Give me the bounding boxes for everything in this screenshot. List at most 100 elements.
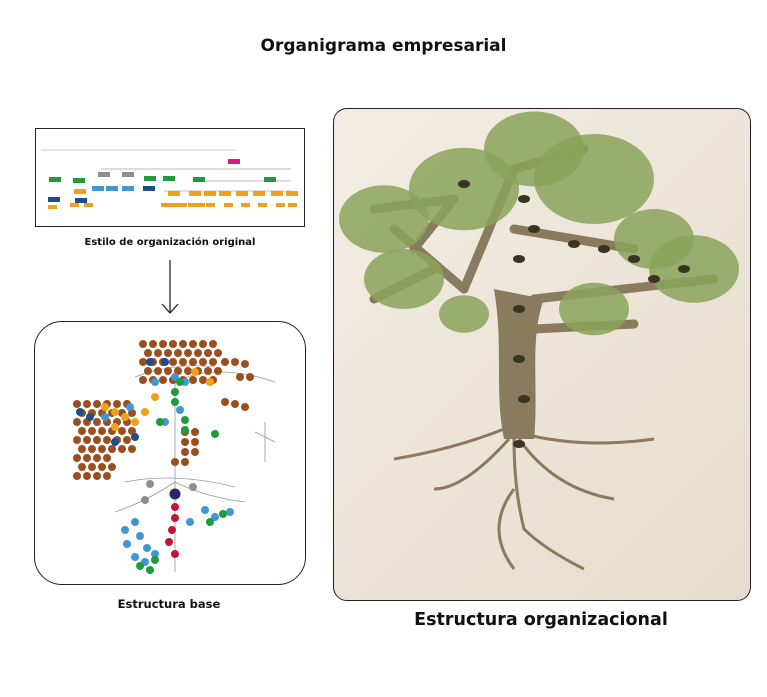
org-dot [184, 367, 192, 375]
org-dot [141, 496, 149, 504]
org-dot [168, 526, 176, 534]
org-dot [176, 406, 184, 414]
org-dot [181, 448, 189, 456]
foliage [559, 282, 629, 336]
org-node [84, 203, 93, 207]
branch-line [174, 481, 246, 503]
org-dot [171, 503, 179, 511]
org-dot [88, 445, 96, 453]
org-dot [113, 400, 121, 408]
org-dot [156, 418, 164, 426]
org-dot [126, 403, 134, 411]
org-dot [88, 427, 96, 435]
org-dot [194, 349, 202, 357]
org-dot [88, 463, 96, 471]
org-dot [121, 413, 129, 421]
org-dot [171, 458, 179, 466]
org-dot [174, 349, 182, 357]
org-node [288, 203, 297, 207]
org-dot [108, 445, 116, 453]
org-node [253, 191, 265, 196]
org-dot [123, 540, 131, 548]
base-caption: Estructura base [117, 597, 221, 611]
org-node [161, 203, 170, 207]
org-dot [171, 388, 179, 396]
foliage [614, 209, 694, 269]
org-node [48, 197, 60, 202]
base-structure-panel [34, 321, 306, 585]
org-dot [184, 349, 192, 357]
tree-hollow [648, 275, 660, 283]
org-dot [151, 550, 159, 558]
org-dot [101, 413, 109, 421]
org-dot [123, 436, 131, 444]
org-dot [78, 427, 86, 435]
org-node [170, 203, 179, 207]
org-dot [186, 518, 194, 526]
org-dot [209, 340, 217, 348]
org-dot [199, 358, 207, 366]
branch-line [254, 422, 276, 462]
org-dot [199, 340, 207, 348]
org-dot [209, 358, 217, 366]
org-dot [111, 423, 119, 431]
org-node [70, 203, 79, 207]
org-dot [93, 472, 101, 480]
org-node [144, 176, 156, 181]
org-dot [98, 445, 106, 453]
org-dot [189, 340, 197, 348]
org-dot [73, 418, 81, 426]
org-dot [246, 373, 254, 381]
org-dot [164, 349, 172, 357]
org-dot [176, 378, 184, 386]
org-node [98, 172, 110, 177]
org-dot [128, 427, 136, 435]
org-dot [159, 376, 167, 384]
org-dot [154, 367, 162, 375]
org-dot [131, 553, 139, 561]
org-dot [241, 360, 249, 368]
org-node [196, 203, 205, 207]
org-dot [108, 463, 116, 471]
original-caption: Estilo de organización original [84, 237, 256, 248]
original-org-chart [35, 128, 305, 227]
foliage [364, 249, 444, 309]
tree-hollow [568, 240, 580, 248]
org-dot [226, 508, 234, 516]
org-dot [211, 430, 219, 438]
org-dot [199, 376, 207, 384]
org-dot [128, 445, 136, 453]
org-node [188, 203, 197, 207]
org-dot [206, 518, 214, 526]
tree-root [433, 437, 511, 491]
org-dot [83, 400, 91, 408]
tree-hollow [628, 255, 640, 263]
organizational-tree-panel [333, 108, 751, 601]
org-dot [136, 532, 144, 540]
org-dot [189, 483, 197, 491]
org-dot [86, 413, 94, 421]
tree-root [523, 432, 655, 445]
org-dot [169, 340, 177, 348]
org-dot [131, 433, 139, 441]
org-node [92, 186, 104, 191]
org-dot [161, 358, 169, 366]
org-dot [151, 378, 159, 386]
org-dot [73, 454, 81, 462]
org-dot [146, 480, 154, 488]
foliage [439, 295, 489, 333]
down-arrow-icon [160, 260, 180, 316]
org-dot [93, 454, 101, 462]
org-chart-image [41, 149, 298, 209]
tree-trunk [494, 289, 544, 439]
org-dot [141, 408, 149, 416]
org-node [168, 191, 180, 196]
org-dot [171, 398, 179, 406]
tree-hollow [598, 245, 610, 253]
org-dot [206, 378, 214, 386]
org-node [236, 191, 248, 196]
org-dot [118, 427, 126, 435]
tree-hollow [678, 265, 690, 273]
org-dot [159, 340, 167, 348]
org-dot [179, 340, 187, 348]
